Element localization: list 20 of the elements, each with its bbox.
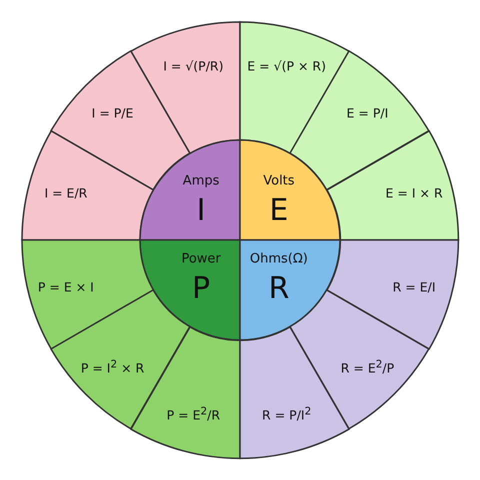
- formula: I = √(P/R): [163, 58, 224, 74]
- formula: P = E × I: [38, 279, 94, 294]
- quantity-symbol: E: [269, 196, 288, 226]
- formula: I = E/R: [44, 186, 88, 201]
- formula: R = E/I: [392, 279, 436, 294]
- formula: I = P/E: [92, 105, 134, 120]
- quantity-name: Ohms(Ω): [250, 251, 308, 266]
- formula: P = I$^{2}$ × R: [80, 358, 144, 376]
- formula: P = E$^{2}$/R: [166, 406, 220, 423]
- formula: R = P/I$^{2}$: [262, 406, 312, 423]
- formula: R = E$^{2}$/P: [340, 358, 394, 376]
- quantity-name: Volts: [263, 174, 295, 189]
- formula: E = P/I: [346, 105, 388, 120]
- formula: E = I × R: [386, 186, 443, 201]
- quantity-symbol: P: [192, 274, 210, 304]
- quantity-name: Amps: [182, 174, 220, 189]
- quantity-symbol: I: [196, 196, 206, 226]
- formula: E = √(P × R): [247, 58, 326, 74]
- quantity-name: Power: [181, 251, 221, 266]
- quantity-symbol: R: [268, 274, 290, 304]
